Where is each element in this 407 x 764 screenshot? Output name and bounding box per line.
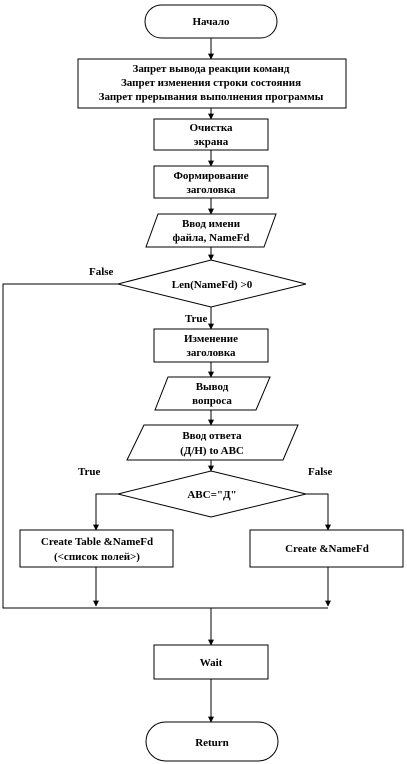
answer-line-1: Ввод ответа — [182, 430, 242, 442]
cond2-true-label: True — [78, 466, 101, 478]
cond1-label: Len(NameFd) >0 — [172, 279, 253, 291]
change-title-line-2: заголовка — [186, 347, 236, 359]
input-name-line-1: Ввод имени — [182, 218, 241, 230]
question-line-1: Вывод — [196, 381, 229, 393]
connectors — [2, 38, 331, 723]
start-terminator: Начало — [144, 4, 278, 39]
create-table-box: Create Table &NameFd (<список полей>) — [19, 529, 174, 568]
clear-line-1: Очистка — [189, 122, 233, 134]
cond1-true-label: True — [185, 313, 208, 325]
cond1-false-label: False — [89, 266, 114, 278]
title-line-1: Формирование — [173, 170, 248, 182]
clear-line-2: экрана — [194, 136, 229, 148]
create-table-line-2: (<список полей>) — [54, 551, 140, 563]
wait-label: Wait — [200, 657, 223, 669]
init-line-2: Запрет изменения строки состояния — [121, 77, 301, 89]
output-question-parallelogram: Вывод вопроса — [154, 376, 271, 411]
title-line-2: заголовка — [186, 184, 236, 196]
end-label: Return — [195, 737, 229, 749]
init-line-3: Запрет прерывания выполнения программы — [99, 91, 324, 103]
input-name-line-2: файла, NameFd — [173, 232, 250, 244]
answer-line-2: (Д/Н) to ABC — [180, 445, 244, 457]
wait-box: Wait — [153, 644, 269, 680]
change-title-box: Изменение заголовка — [153, 328, 269, 363]
create-box: Create &NameFd — [249, 529, 404, 568]
form-title-box: Формирование заголовка — [153, 165, 269, 199]
create-table-line-1: Create Table &NameFd — [41, 536, 153, 548]
end-terminator: Return — [145, 721, 279, 762]
input-answer-parallelogram: Ввод ответа (Д/Н) to ABC — [126, 424, 299, 461]
start-label: Начало — [192, 16, 230, 28]
input-filename-parallelogram: Ввод имени файла, NameFd — [145, 213, 277, 248]
init-process-box: Запрет вывода реакции команд Запрет изме… — [77, 58, 347, 109]
change-title-line-1: Изменение — [184, 333, 238, 345]
question-line-2: вопроса — [192, 395, 232, 407]
init-line-1: Запрет вывода реакции команд — [133, 63, 290, 75]
create-line-1: Create &NameFd — [285, 543, 369, 555]
cond2-label: ABC="Д" — [187, 489, 236, 501]
cond2-false-label: False — [308, 466, 333, 478]
condition-answer-diamond: ABC="Д" — [117, 470, 307, 518]
condition-length-diamond: Len(NameFd) >0 — [117, 259, 307, 308]
clear-screen-box: Очистка экрана — [153, 118, 269, 151]
